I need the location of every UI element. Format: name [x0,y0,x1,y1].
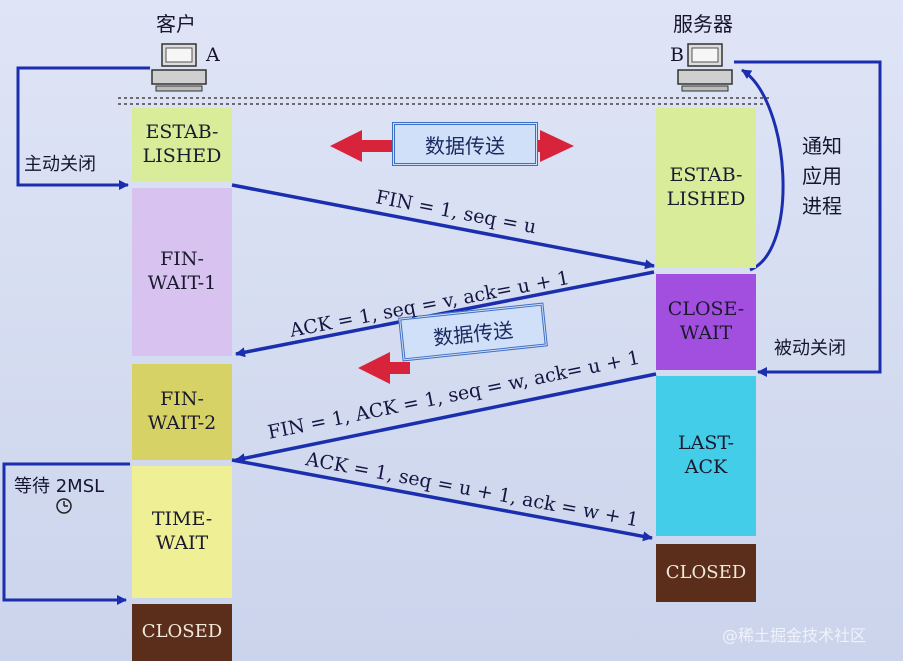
notify-line-2: 应用 [802,164,842,188]
computer-a-icon [151,43,207,92]
server-state-closed: CLOSED [656,544,756,602]
server-title: 服务器 [673,12,733,36]
red-left-arrow [358,352,410,384]
client-title: 客户 [156,12,196,36]
passive-close-arrow [734,60,882,377]
client-state-fin-wait-1: FIN-WAIT-1 [132,188,232,356]
clock-icon [56,498,72,514]
client-state-time-wait: TIME-WAIT [132,466,232,598]
data-transfer-box-1: 数据传送 [392,122,538,166]
passive-close-label: 被动关闭 [774,338,846,359]
notify-app-arrow [741,68,785,272]
active-close-label: 主动关闭 [24,154,96,175]
wait-2msl-label: 等待 2MSL [14,476,105,497]
client-state-fin-wait-2: FIN-WAIT-2 [132,364,232,460]
msg-fin-ack-arrow [235,372,657,464]
server-state-established: ESTAB-LISHED [656,108,756,268]
host-a-label: A [206,44,220,66]
client-state-established: ESTAB-LISHED [132,108,232,182]
client-state-closed: CLOSED [132,604,232,661]
computer-b-icon [677,43,733,92]
watermark: @稀土掘金技术社区 [722,626,867,645]
server-state-close-wait: CLOSE-WAIT [656,274,756,370]
active-close-arrow [16,66,150,190]
notify-line-3: 进程 [802,194,842,218]
host-b-label: B [670,44,684,66]
notify-line-1: 通知 [802,134,842,158]
server-state-last-ack: LAST-ACK [656,376,756,536]
wait-2msl-arrow [2,462,130,605]
msg-final-ack-arrow [231,458,653,542]
msg-fin-arrow [231,183,655,270]
